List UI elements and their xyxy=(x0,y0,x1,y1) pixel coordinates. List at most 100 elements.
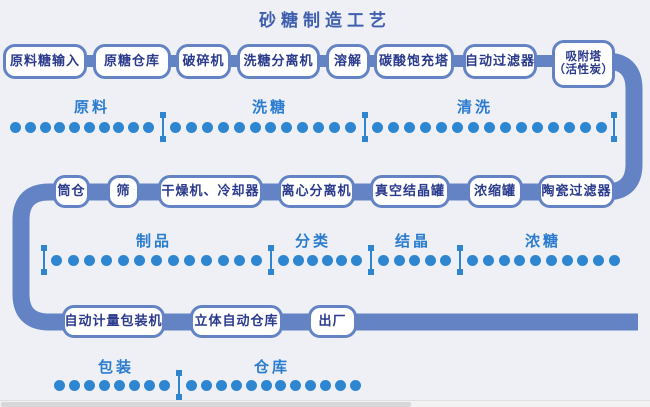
process-box-label: （活性炭） xyxy=(553,64,614,76)
divider-top-handle[interactable] xyxy=(159,112,166,118)
dot xyxy=(468,121,479,133)
process-box[interactable]: 破碎机 xyxy=(176,44,231,79)
divider-bottom-handle[interactable] xyxy=(456,269,463,275)
process-box-label: 破碎机 xyxy=(182,53,225,69)
dot xyxy=(436,121,447,133)
process-box[interactable]: 筒仓 xyxy=(53,175,90,208)
dot xyxy=(233,121,245,133)
process-box[interactable]: 溶解 xyxy=(326,44,370,79)
dot xyxy=(292,254,304,266)
dot xyxy=(393,254,405,266)
process-box[interactable]: 碳酸饱充塔 xyxy=(374,44,454,79)
process-box[interactable]: 原料糖输入 xyxy=(3,44,87,79)
phase-divider-handle[interactable] xyxy=(610,112,617,142)
dot xyxy=(217,121,229,133)
process-box[interactable]: 出厂 xyxy=(308,305,357,338)
dot xyxy=(350,254,362,266)
dot xyxy=(580,121,591,133)
phase-divider-handle[interactable] xyxy=(367,245,374,275)
process-box[interactable]: 自动计量包装机 xyxy=(62,305,165,338)
divider-bottom-handle[interactable] xyxy=(361,136,368,142)
dot xyxy=(344,121,356,133)
phase-divider-handle[interactable] xyxy=(175,370,182,400)
dot xyxy=(409,254,420,266)
dot xyxy=(69,121,81,133)
dot xyxy=(564,121,575,133)
process-box[interactable]: 立体自动仓库 xyxy=(190,305,283,338)
dot xyxy=(234,254,246,266)
divider-top-handle[interactable] xyxy=(456,245,463,251)
dot xyxy=(159,379,170,391)
divider-top-handle[interactable] xyxy=(267,245,274,251)
divider-top-handle[interactable] xyxy=(367,245,374,251)
dot xyxy=(170,121,181,133)
process-box[interactable]: 吸附塔（活性炭） xyxy=(552,40,615,88)
phase-divider-handle[interactable] xyxy=(267,245,274,275)
process-box-label: 吸附塔 xyxy=(565,50,602,63)
dot-line-segment xyxy=(54,379,170,391)
dot xyxy=(99,379,110,391)
phase-divider-handle[interactable] xyxy=(361,112,368,142)
process-box[interactable]: 陶瓷过滤器 xyxy=(538,175,615,208)
dot-line-segment xyxy=(378,254,451,266)
dot xyxy=(230,379,242,391)
divider-top-handle[interactable] xyxy=(610,112,617,118)
process-box[interactable]: 洗糖分离机 xyxy=(237,44,320,79)
divider-bottom-handle[interactable] xyxy=(175,394,182,400)
process-box-label: 浓缩罐 xyxy=(473,183,516,199)
dot xyxy=(217,254,229,266)
process-box-label: 洗糖分离机 xyxy=(243,53,314,69)
process-box-label: 自动计量包装机 xyxy=(64,313,163,329)
phase-divider-handle[interactable] xyxy=(456,245,463,275)
dot xyxy=(388,121,399,133)
divider-bottom-handle[interactable] xyxy=(159,136,166,142)
phase-divider-handle[interactable] xyxy=(159,112,166,142)
dot-line-segment xyxy=(372,121,607,133)
dot xyxy=(593,254,605,266)
divider-bottom-handle[interactable] xyxy=(367,269,374,275)
process-box[interactable]: 筛 xyxy=(107,175,140,208)
divider-bottom-handle[interactable] xyxy=(267,269,274,275)
process-box[interactable]: 干燥机、冷却器 xyxy=(158,175,263,208)
divider-bottom-handle[interactable] xyxy=(40,269,47,275)
dot xyxy=(336,254,348,266)
dot xyxy=(185,121,197,133)
process-box-label: 原料糖输入 xyxy=(9,53,80,69)
divider-bottom-handle[interactable] xyxy=(610,136,617,142)
horizontal-scrollbar-track[interactable] xyxy=(0,400,650,407)
process-box[interactable]: 真空结晶罐 xyxy=(370,175,450,208)
dot xyxy=(67,254,79,266)
divider-top-handle[interactable] xyxy=(361,112,368,118)
dot xyxy=(281,121,293,133)
phase-label: 洗糖 xyxy=(251,99,289,116)
dot xyxy=(404,121,415,133)
horizontal-scrollbar-thumb[interactable] xyxy=(1,402,411,407)
dot xyxy=(484,121,495,133)
dot xyxy=(249,121,261,133)
process-box-label: 出厂 xyxy=(318,313,347,329)
dot xyxy=(250,254,262,266)
dot xyxy=(10,121,21,133)
divider-top-handle[interactable] xyxy=(175,370,182,376)
phase-label: 包装 xyxy=(97,359,135,376)
process-box[interactable]: 离心分离机 xyxy=(278,175,355,208)
process-box-label: 自动过滤器 xyxy=(465,53,536,69)
phase-label: 仓库 xyxy=(253,359,291,376)
process-box[interactable]: 原糖仓库 xyxy=(93,44,171,79)
process-box[interactable]: 浓缩罐 xyxy=(467,175,523,208)
dot xyxy=(98,121,110,133)
dot xyxy=(265,121,277,133)
dot xyxy=(482,254,494,266)
divider-line xyxy=(177,376,180,394)
dot xyxy=(545,254,557,266)
phase-label: 结晶 xyxy=(394,233,432,250)
dot xyxy=(83,121,95,133)
dot xyxy=(500,121,511,133)
phase-divider-handle[interactable] xyxy=(40,245,47,275)
dot xyxy=(596,121,607,133)
divider-top-handle[interactable] xyxy=(40,245,47,251)
process-box[interactable]: 自动过滤器 xyxy=(463,44,537,79)
dot xyxy=(24,121,36,133)
dot xyxy=(260,379,272,391)
process-box-label: 原糖仓库 xyxy=(103,53,160,69)
